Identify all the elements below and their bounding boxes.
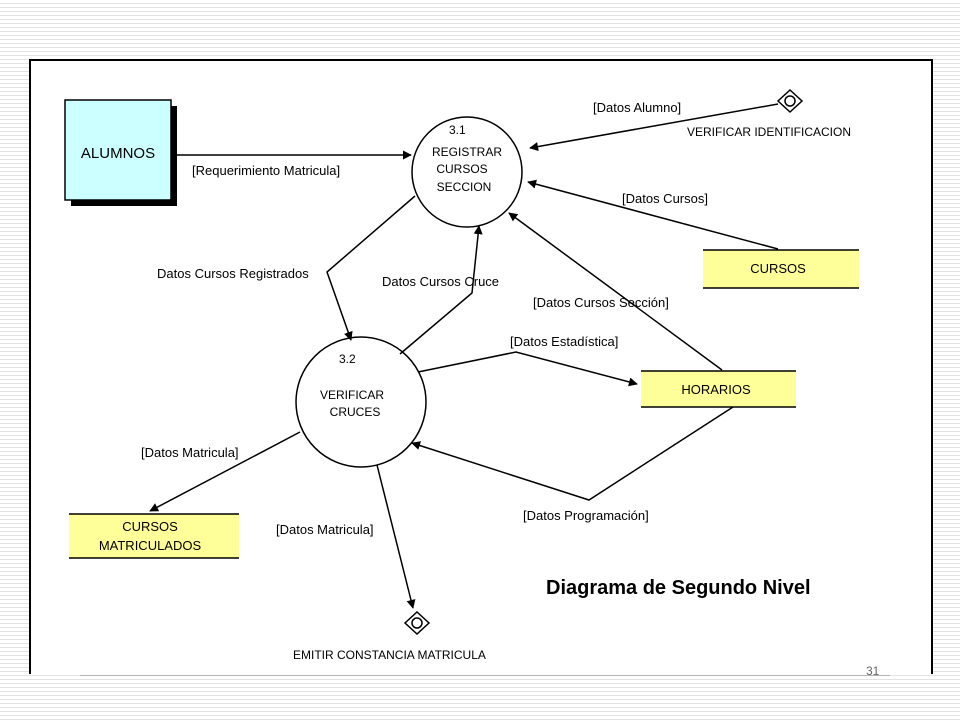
entity-label: ALUMNOS bbox=[81, 145, 155, 162]
process-circle bbox=[295, 336, 427, 468]
flow-label-programacion: [Datos Programación] bbox=[523, 508, 649, 523]
process-label-line2: CRUCES bbox=[330, 405, 381, 419]
process-label-line3: SECCION bbox=[437, 180, 492, 194]
connector-verificar-identificacion: VERIFICAR IDENTIFICACION bbox=[687, 88, 851, 139]
flow-datos-alumno bbox=[529, 103, 779, 152]
flow-label-estadistica: [Datos Estadística] bbox=[510, 334, 618, 349]
slide-background-band bbox=[0, 674, 960, 720]
flow-datos-estadistica bbox=[417, 351, 638, 387]
process-circle bbox=[411, 116, 523, 228]
connector-label: VERIFICAR IDENTIFICACION bbox=[687, 125, 851, 139]
connector-diamond bbox=[403, 610, 431, 636]
connector-diamond bbox=[776, 88, 804, 114]
data-store-cursos: CURSOS bbox=[703, 249, 859, 289]
connector-label: EMITIR CONSTANCIA MATRICULA bbox=[293, 648, 486, 662]
process-number: 3.1 bbox=[449, 123, 466, 137]
flow-label-matricula-bottom: [Datos Matricula] bbox=[276, 522, 374, 537]
flow-datos-cursos bbox=[527, 179, 779, 250]
data-flows bbox=[149, 103, 779, 609]
process-number: 3.2 bbox=[339, 352, 356, 366]
store-fill bbox=[641, 371, 796, 407]
external-entity-alumnos: ALUMNOS bbox=[64, 99, 177, 206]
store-label: CURSOS bbox=[750, 261, 806, 276]
flow-label-matricula-left: [Datos Matricula] bbox=[141, 445, 239, 460]
store-label-line2: MATRICULADOS bbox=[99, 538, 202, 553]
flow-label-cursos-seccion: [Datos Cursos Sección] bbox=[533, 295, 669, 310]
flow-datos-cursos-seccion bbox=[508, 212, 723, 371]
flow-label-cursos-cruce: Datos Cursos Cruce bbox=[382, 274, 499, 289]
flow-datos-matricula-bottom bbox=[376, 464, 416, 609]
connector-circle bbox=[784, 95, 796, 107]
data-store-cursos-matriculados: CURSOS MATRICULADOS bbox=[69, 513, 239, 559]
flow-labels: [Requerimiento Matricula] [Datos Alumno]… bbox=[141, 100, 708, 537]
process-label-line1: REGISTRAR bbox=[432, 145, 502, 159]
page-number: 31 bbox=[866, 664, 880, 678]
flow-label-datos-alumno: [Datos Alumno] bbox=[593, 100, 681, 115]
entity-box bbox=[64, 99, 172, 201]
flow-datos-cursos-registrados bbox=[326, 195, 416, 341]
process-3-1: 3.1 REGISTRAR CURSOS SECCION bbox=[411, 116, 523, 228]
flow-datos-cursos-cruce bbox=[399, 225, 483, 355]
data-store-horarios: HORARIOS bbox=[641, 370, 796, 408]
flow-label-cursos-registrados: Datos Cursos Registrados bbox=[157, 266, 309, 281]
store-label: HORARIOS bbox=[681, 382, 751, 397]
footer-rule bbox=[80, 675, 890, 676]
flow-datos-matricula-left bbox=[149, 431, 301, 512]
process-label-line2: CURSOS bbox=[436, 162, 487, 176]
connector-circle bbox=[411, 617, 423, 629]
store-fill bbox=[69, 514, 239, 558]
flow-datos-programacion bbox=[411, 406, 734, 501]
flow-label-datos-cursos: [Datos Cursos] bbox=[622, 191, 708, 206]
connector-emitir-constancia: EMITIR CONSTANCIA MATRICULA bbox=[293, 610, 486, 662]
store-fill bbox=[703, 250, 859, 288]
process-label-line1: VERIFICAR bbox=[320, 388, 384, 402]
store-label-line1: CURSOS bbox=[122, 519, 178, 534]
flow-label-requerimiento: [Requerimiento Matricula] bbox=[192, 163, 340, 178]
process-3-2: 3.2 VERIFICAR CRUCES bbox=[295, 336, 427, 468]
diagram-title: Diagrama de Segundo Nivel bbox=[546, 577, 811, 599]
